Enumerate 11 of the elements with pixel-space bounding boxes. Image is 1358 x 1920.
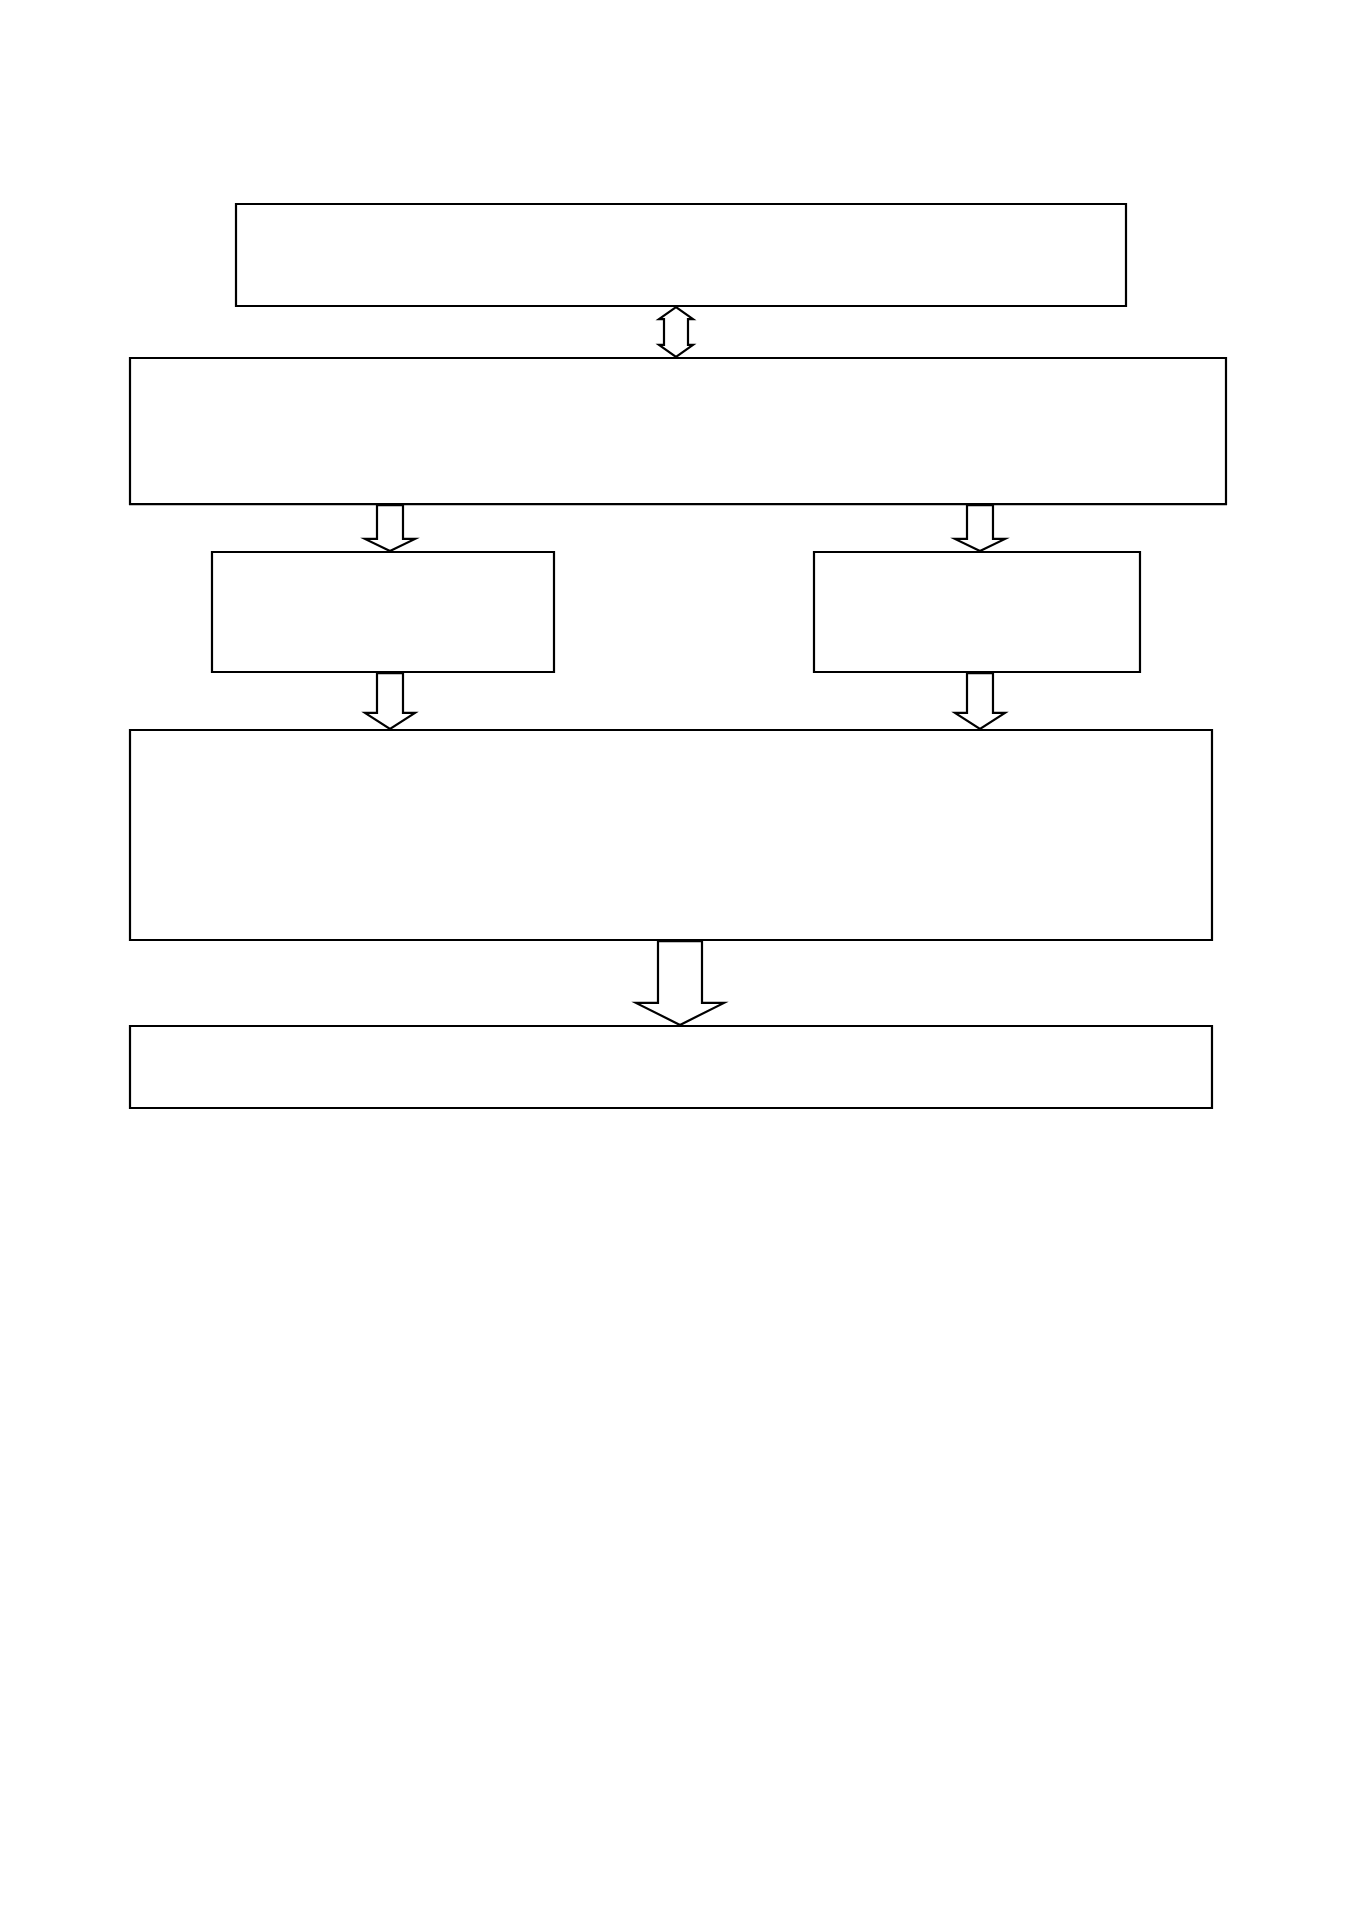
block-arrow: [951, 672, 1009, 731]
empty-box: [210, 550, 556, 674]
empty-box: [234, 202, 1128, 308]
block-arrow: [360, 504, 420, 553]
block-arrow: [361, 672, 419, 731]
block-arrow: [950, 504, 1010, 553]
empty-box: [128, 1024, 1214, 1110]
block-arrow: [631, 940, 729, 1027]
empty-box: [128, 728, 1214, 942]
empty-box: [128, 356, 1228, 506]
empty-box: [812, 550, 1142, 674]
